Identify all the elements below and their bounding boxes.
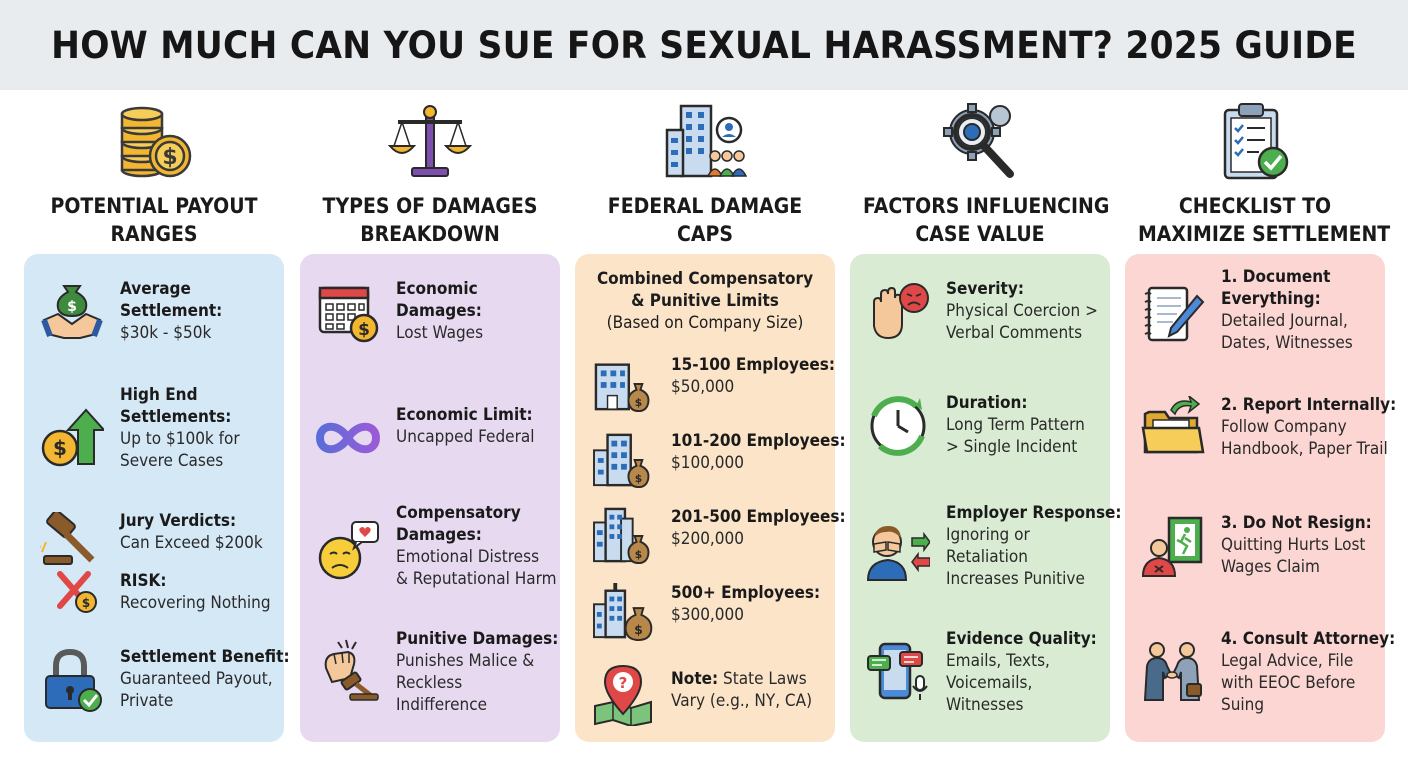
svg-text:$: $ xyxy=(53,436,67,460)
list-item: $ Economic Damages: Lost Wages xyxy=(300,278,560,346)
svg-text:$: $ xyxy=(635,472,642,485)
map-pin-question-icon: ? xyxy=(589,660,657,728)
list-item: Employer Response: Ignoring or Retaliati… xyxy=(850,502,1122,590)
list-item: 4. Consult Attorney: Legal Advice, File … xyxy=(1125,628,1395,716)
svg-text:$: $ xyxy=(634,622,643,637)
svg-text:?: ? xyxy=(619,674,628,692)
list-item: Severity: Physical Coercion > Verbal Com… xyxy=(850,278,1110,346)
padlock-check-icon xyxy=(38,646,106,714)
svg-text:$: $ xyxy=(635,548,642,561)
office-people-icon xyxy=(575,96,835,188)
attorney-handshake-icon xyxy=(1139,636,1207,704)
hand-angry-face-icon xyxy=(864,278,932,346)
infinity-icon xyxy=(314,404,382,472)
svg-text:$: $ xyxy=(82,596,90,610)
list-item: $ Average Settlement: $30k - $50k xyxy=(24,278,284,346)
building-large-icon: $ xyxy=(589,506,657,566)
list-item: 1. Document Everything: Detailed Journal… xyxy=(1125,266,1385,354)
panel-subtitle: Combined Compensatory & Punitive Limits … xyxy=(596,269,814,333)
phone-messages-icon xyxy=(864,636,932,704)
panel-damages-breakdown: $ Economic Damages: Lost Wages Economic … xyxy=(300,254,560,742)
svg-text:$: $ xyxy=(67,299,77,315)
folder-arrow-icon xyxy=(1139,394,1207,462)
list-item: 3. Do Not Resign: Quitting Hurts Lost Wa… xyxy=(1125,512,1385,580)
fist-gavel-icon xyxy=(314,636,382,704)
panel-settlement-checklist: 1. Document Everything: Detailed Journal… xyxy=(1125,254,1396,742)
list-item: ? Note: State Laws Vary (e.g., NY, CA) xyxy=(575,660,835,728)
gavel-icon xyxy=(38,510,106,578)
svg-text:$: $ xyxy=(358,320,370,340)
skyscraper-icon: $ xyxy=(589,582,657,642)
list-item: $ 201-500 Employees: $200,000 xyxy=(575,506,846,566)
list-item: Evidence Quality: Emails, Texts, Voicema… xyxy=(850,628,1110,716)
svg-text:$: $ xyxy=(635,396,642,409)
clipboard-check-icon xyxy=(1125,96,1385,188)
person-covering-face-icon xyxy=(864,516,932,584)
gears-magnifier-icon xyxy=(850,96,1110,188)
list-item: 2. Report Internally: Follow Company Han… xyxy=(1125,394,1396,462)
scales-icon xyxy=(300,96,560,188)
list-item: $ High End Settlements: Up to $100k for … xyxy=(24,384,284,472)
coins-icon: $ xyxy=(24,96,284,188)
sad-face-heart-icon xyxy=(314,516,382,584)
building-small-icon: $ xyxy=(589,354,657,414)
exit-door-icon xyxy=(1139,512,1207,580)
panel-federal-caps: Combined Compensatory & Punitive Limits … xyxy=(575,254,846,742)
list-item: $ 500+ Employees: $300,000 xyxy=(575,582,835,642)
handshake-money-icon: $ xyxy=(38,278,106,346)
panel-influencing-factors: Severity: Physical Coercion > Verbal Com… xyxy=(850,254,1122,742)
clock-icon xyxy=(864,392,932,460)
risk-x-icon: $ xyxy=(38,570,106,614)
list-item: $ RISK: Recovering Nothing xyxy=(24,570,284,614)
title-bar: HOW MUCH CAN YOU SUE FOR SEXUAL HARASSME… xyxy=(0,0,1408,90)
calendar-dollar-icon: $ xyxy=(314,278,382,346)
list-item: Settlement Benefit: Guaranteed Payout, P… xyxy=(24,646,290,714)
dollar-arrow-up-icon: $ xyxy=(38,402,106,470)
list-item: Jury Verdicts: Can Exceed $200k xyxy=(24,510,284,578)
list-item: Duration: Long Term Pattern > Single Inc… xyxy=(850,392,1110,460)
notebook-pen-icon xyxy=(1139,280,1207,348)
svg-text:$: $ xyxy=(162,145,177,170)
list-item: Punitive Damages: Punishes Malice & Reck… xyxy=(300,628,560,716)
list-item: Compensatory Damages: Emotional Distress… xyxy=(300,502,560,590)
panel-payout-ranges: $ Average Settlement: $30k - $50k $ High… xyxy=(24,254,290,742)
list-item: Economic Limit: Uncapped Federal xyxy=(300,404,560,472)
page-title: HOW MUCH CAN YOU SUE FOR SEXUAL HARASSME… xyxy=(51,23,1357,67)
list-item: $ 101-200 Employees: $100,000 xyxy=(575,430,846,490)
building-medium-icon: $ xyxy=(589,430,657,490)
list-item: $ 15-100 Employees: $50,000 xyxy=(575,354,835,414)
